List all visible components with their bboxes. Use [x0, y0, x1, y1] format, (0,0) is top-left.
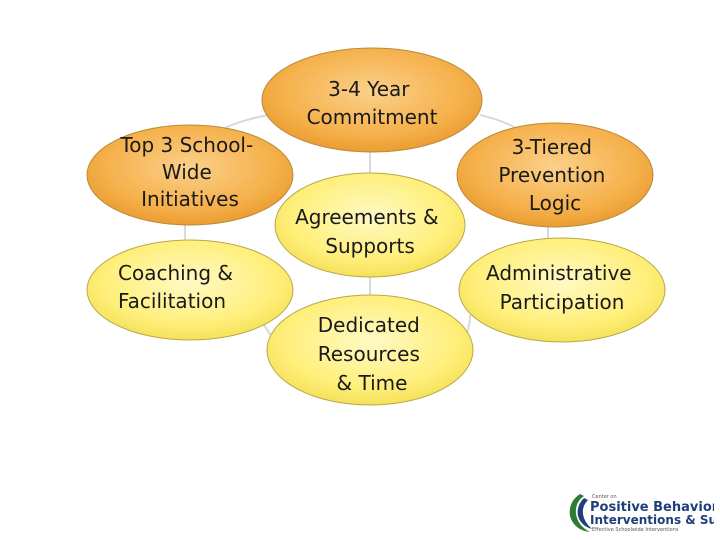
node-agreements-line: Agreements & [295, 205, 438, 229]
logo-line-1: Positive Behavioral [590, 500, 714, 515]
node-commitment: 3-4 Year Commitment [261, 47, 483, 153]
node-prevention-line: Prevention [498, 163, 605, 187]
svg-text:Coaching & Facilitation: Coaching & Facilitation [118, 261, 239, 313]
svg-text:3-4 Year Commitment: 3-4 Year Commitment [307, 77, 438, 129]
node-administrative-line: Administrative [486, 261, 632, 285]
node-administrative: Administrative Participation [458, 237, 666, 343]
node-initiatives-line: Wide [162, 160, 212, 184]
logo-small-top: Center on [592, 494, 617, 500]
svg-text:Agreements & Supports: Agreements & Supports [295, 205, 445, 258]
pbis-logo: Center on Positive Behavioral Interventi… [569, 494, 714, 533]
node-coaching: Coaching & Facilitation [86, 239, 294, 341]
node-resources-line: Dedicated [318, 313, 420, 337]
svg-text:Administrative Participa: Administrative Participation [486, 261, 638, 314]
logo-line-2: Interventions & Supports [590, 513, 714, 527]
node-commitment-line: 3-4 Year [328, 77, 410, 101]
svg-text:Dedicated Resources: Dedicated Resources & Time [318, 313, 427, 395]
logo-small-bottom: Effective Schoolwide Interventions [592, 527, 679, 533]
node-commitment-line: Commitment [307, 105, 438, 129]
node-resources: Dedicated Resources & Time [266, 294, 474, 406]
logo-swoosh-icon [569, 494, 592, 532]
node-agreements-line: Supports [325, 234, 414, 258]
node-prevention: 3-Tiered Prevention Logic [456, 122, 654, 228]
node-agreements: Agreements & Supports [274, 172, 466, 278]
node-initiatives: Top 3 School- Wide Initiatives [86, 124, 294, 226]
node-initiatives-line: Top 3 School- [119, 133, 253, 157]
node-resources-line: & Time [337, 371, 408, 395]
node-prevention-line: Logic [529, 191, 581, 215]
node-prevention-line: 3-Tiered [512, 135, 592, 159]
node-coaching-line: Coaching & [118, 261, 233, 285]
node-resources-line: Resources [318, 342, 420, 366]
svg-text:Top 3 School- Wide: Top 3 School- Wide Initiatives [119, 133, 259, 211]
node-administrative-line: Participation [500, 290, 625, 314]
svg-text:3-Tiered Prevention: 3-Tiered Prevention Logic [498, 135, 611, 215]
node-initiatives-line: Initiatives [141, 187, 239, 211]
node-coaching-line: Facilitation [118, 289, 226, 313]
